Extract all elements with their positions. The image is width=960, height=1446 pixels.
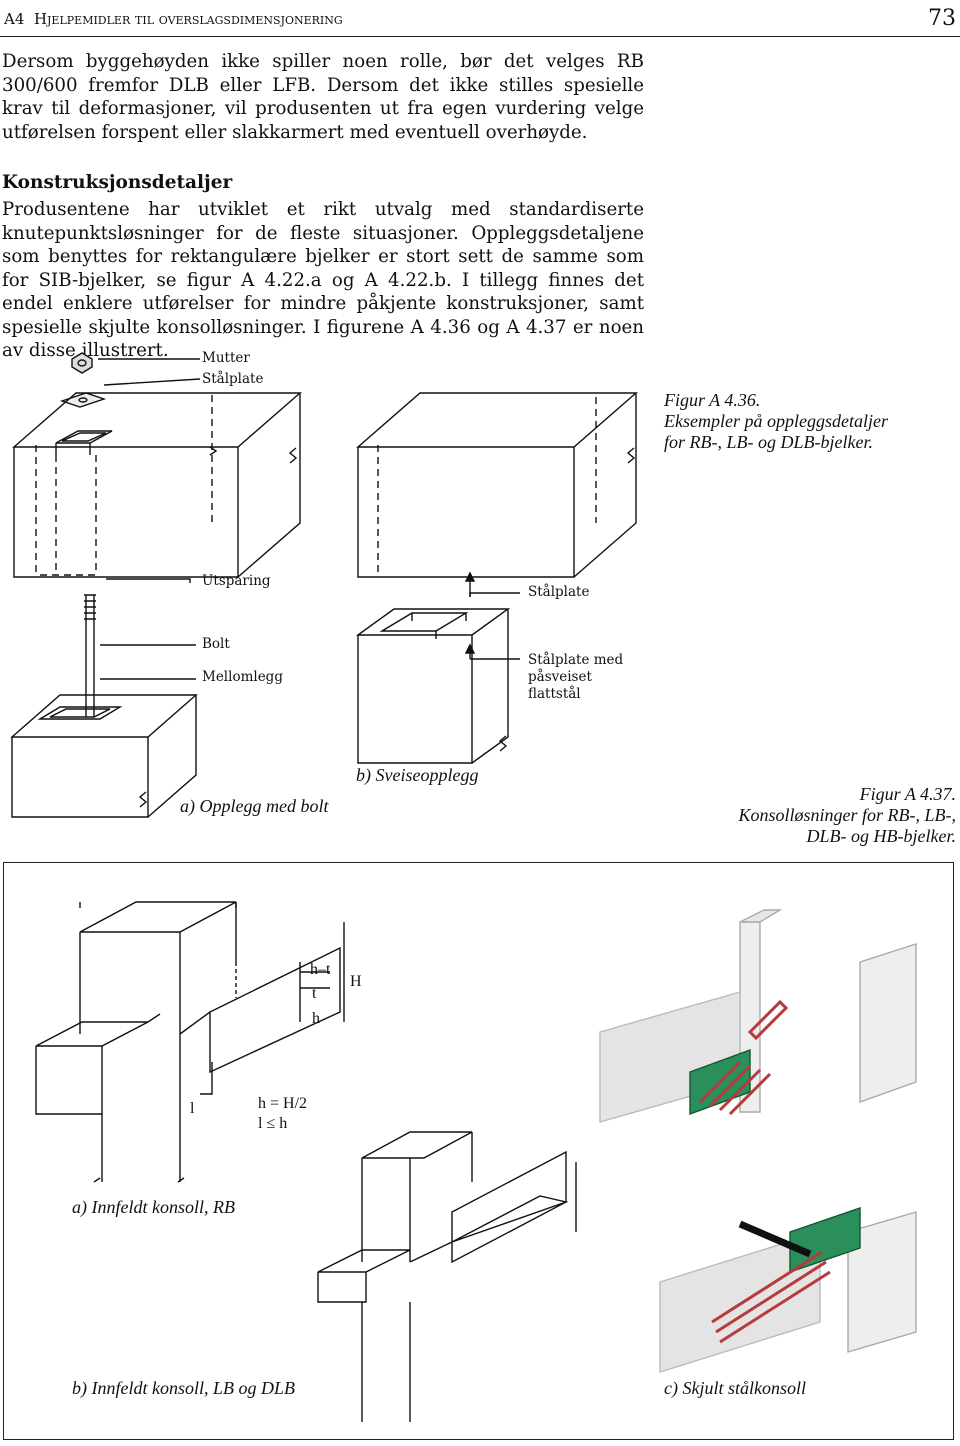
figure-a436-drawing	[10, 352, 638, 818]
label-utsparing: Utsparing	[202, 573, 271, 589]
fig436-sub-a: a) Opplegg med bolt	[180, 796, 329, 816]
intro-paragraph-text: Dersom byggehøyden ikke spiller noen rol…	[2, 51, 644, 143]
beam-welded-top	[356, 392, 638, 597]
dim-h-minus-t: h–t	[310, 961, 331, 978]
figure-a437-drawing	[35, 901, 917, 1422]
label-stalplate-med-2: påsveiset	[528, 669, 592, 685]
page-number: 73	[928, 6, 956, 31]
fig437-sub-a: a) Innfeldt konsoll, RB	[72, 1197, 235, 1217]
fig437-sub-b: b) Innfeldt konsoll, LB og DLB	[72, 1378, 295, 1398]
label-stalplate: Stålplate	[202, 371, 264, 387]
fig437-caption-2: Konsolløsninger for RB-, LB-,	[738, 805, 956, 825]
label-stalplate-weld: Stålplate	[528, 584, 590, 600]
hidden-corbel-3d-top	[599, 909, 917, 1123]
dim-h: h	[312, 1010, 320, 1027]
section-heading: Konstruksjonsdetaljer	[2, 172, 233, 193]
corbel-rb-column	[35, 901, 345, 1183]
intro-paragraph: Dersom byggehøyden ikke spiller noen rol…	[2, 50, 644, 144]
hidden-corbel-3d-bottom	[659, 1207, 917, 1373]
fig436-caption-3: for RB-, LB- og DLB-bjelker.	[664, 432, 873, 452]
formula-l-le-h: l ≤ h	[258, 1115, 288, 1132]
section-paragraph-text: Produsentene har utviklet et rikt utvalg…	[2, 199, 644, 361]
fig436-caption-2: Eksempler på oppleggsdetaljer	[664, 411, 888, 431]
figure-a437-frame	[3, 862, 954, 1440]
fig436-sub-b: b) Sveiseopplegg	[356, 765, 479, 785]
section-number: A4	[4, 10, 25, 28]
nut-icon	[71, 352, 93, 374]
section-paragraph: Produsentene har utviklet et rikt utvalg…	[2, 198, 644, 363]
label-bolt: Bolt	[202, 636, 230, 652]
running-header: A4 Hjelpemidler til overslagsdimensjoner…	[0, 6, 960, 32]
section-title: Hjelpemidler til overslagsdimensjonering	[33, 10, 343, 28]
fig437-sub-c: c) Skjult stålkonsoll	[664, 1378, 806, 1398]
fig437-caption-1: Figur A 4.37.	[859, 784, 956, 804]
column-bolt	[10, 594, 198, 818]
fig436-caption-1: Figur A 4.36.	[664, 390, 761, 410]
corbel-lb-column	[317, 1131, 577, 1422]
dim-t: t	[312, 985, 317, 1002]
steel-plate-icon	[59, 392, 107, 408]
running-header-title: A4 Hjelpemidler til overslagsdimensjoner…	[4, 10, 343, 28]
beam-bolt-top	[12, 392, 302, 578]
dim-H: H	[350, 973, 362, 990]
column-weld	[355, 608, 520, 764]
label-stalplate-med-1: Stålplate med	[528, 652, 624, 668]
label-mellomlegg: Mellomlegg	[202, 669, 283, 685]
header-rule	[0, 36, 960, 37]
label-stalplate-med-3: flattstål	[528, 686, 581, 702]
fig437-caption-3: DLB- og HB-bjelker.	[806, 826, 956, 846]
label-mutter: Mutter	[202, 350, 250, 366]
formula-h-equals-H-over-2: h = H/2	[258, 1095, 308, 1112]
dim-l: l	[190, 1100, 195, 1117]
